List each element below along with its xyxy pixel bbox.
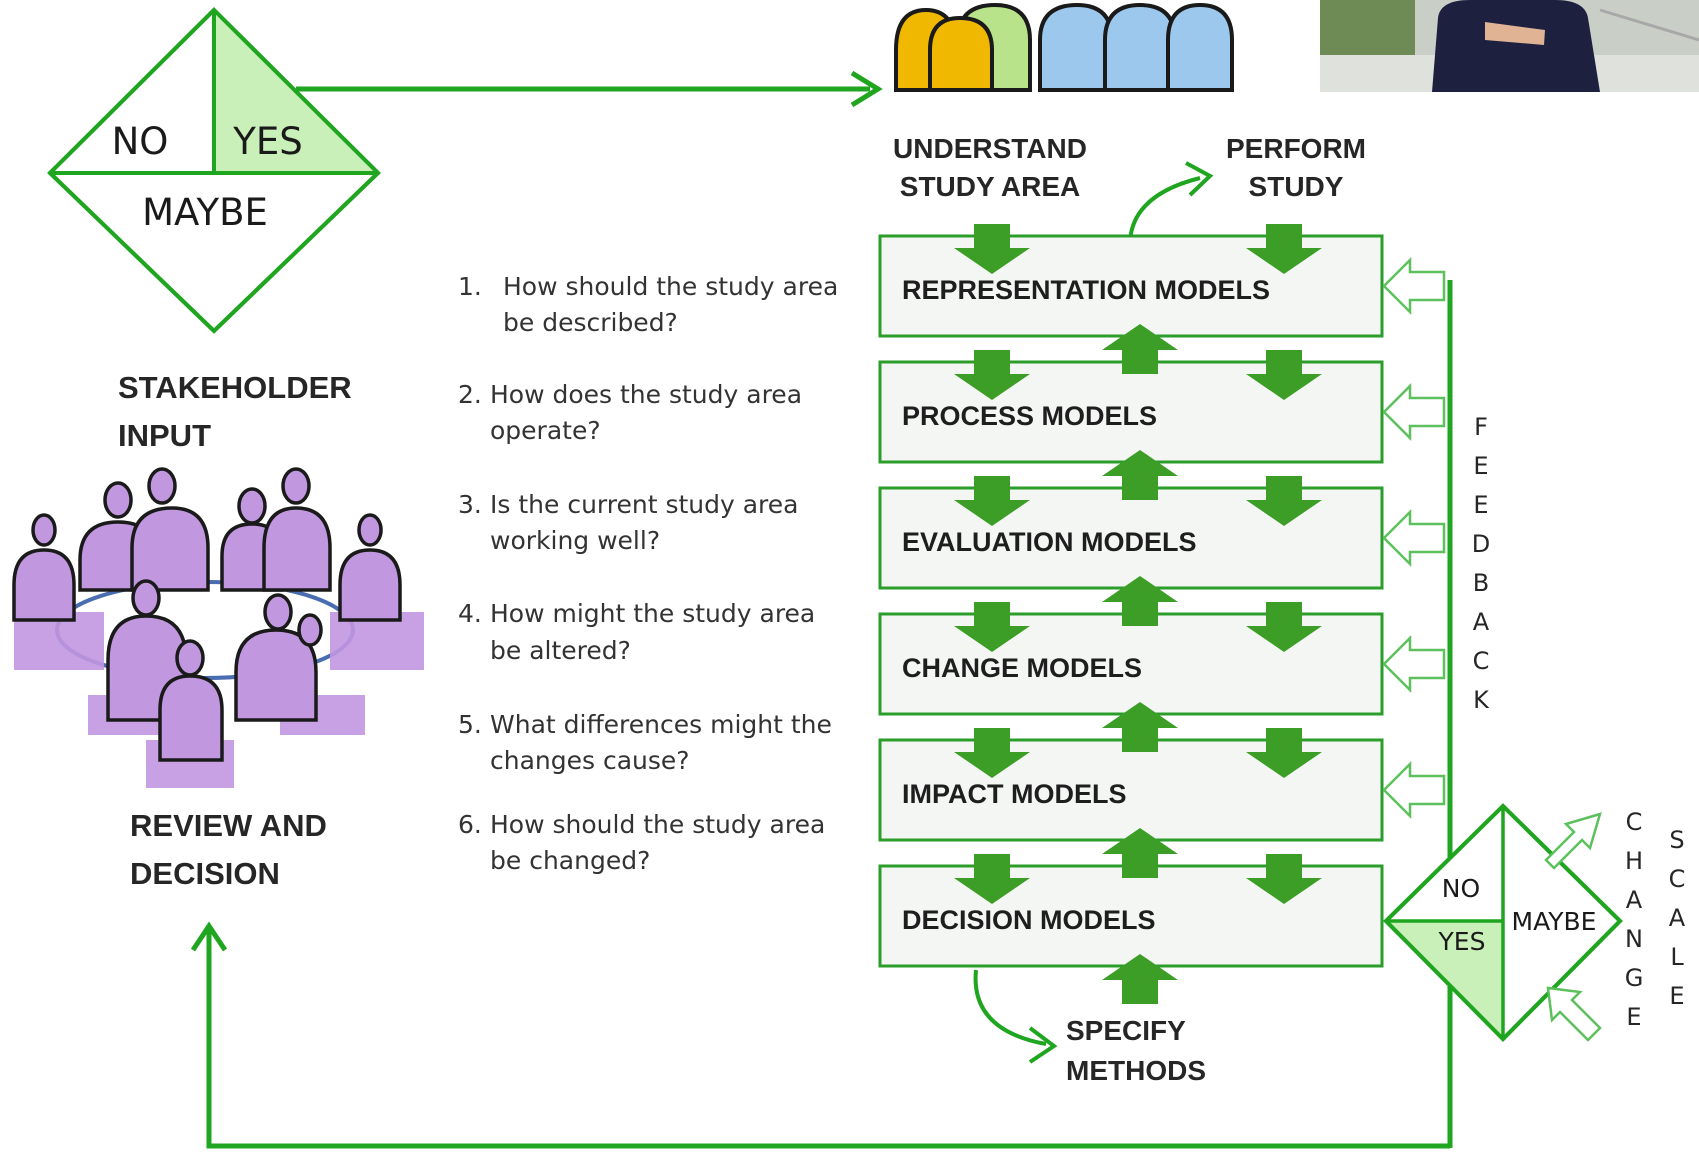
feedback-arrow-5 xyxy=(1382,760,1446,820)
question-1-line2: be described? xyxy=(503,308,678,337)
process-models-label: PROCESS MODELS xyxy=(902,401,1157,431)
feedback-arrow-3 xyxy=(1382,508,1446,568)
change-letter-2: H xyxy=(1625,847,1643,875)
feedback-letter-1: F xyxy=(1474,413,1488,441)
up-arrow-center-1 xyxy=(1102,324,1178,374)
down-arrow-right-1 xyxy=(1246,224,1322,274)
question-4-line2: be altered? xyxy=(490,636,631,665)
representation-models-label: REPRESENTATION MODELS xyxy=(902,275,1270,305)
feedback-arrow-1 xyxy=(1382,256,1446,316)
up-arrow-center-6 xyxy=(1102,954,1178,1004)
understand-label-line2: STUDY AREA xyxy=(900,171,1080,202)
feedback-letter-7: C xyxy=(1473,647,1490,675)
feedback-loop xyxy=(1382,256,1453,1148)
question-5-line2: changes cause? xyxy=(490,746,690,775)
scale-arrows xyxy=(1544,812,1602,1042)
impact-models-label: IMPACT MODELS xyxy=(902,779,1127,809)
question-6-line2: be changed? xyxy=(490,846,650,875)
feedback-arrow-2 xyxy=(1382,382,1446,442)
top-flow-arrow xyxy=(296,70,883,108)
up-arrow-center-4 xyxy=(1102,702,1178,752)
question-5-line1: What differences might the xyxy=(490,710,832,739)
down-arrow-right-6 xyxy=(1246,854,1322,904)
scale-vertical-label: S C A L E xyxy=(1669,826,1686,1010)
change-letter-3: A xyxy=(1626,886,1643,914)
question-1-line1: How should the study area xyxy=(503,272,838,301)
feedback-letter-4: D xyxy=(1472,530,1490,558)
decision-diamond: NO YES MAYBE xyxy=(1383,803,1623,1042)
specify-label-line2: METHODS xyxy=(1066,1055,1206,1086)
down-arrow-right-2 xyxy=(1246,350,1322,400)
down-arrow-left-4 xyxy=(954,602,1030,652)
question-5-number: 5. xyxy=(458,710,482,739)
feedback-arrow-4 xyxy=(1382,634,1446,694)
block-arrows xyxy=(954,224,1322,1004)
feedback-letter-5: B xyxy=(1473,569,1489,597)
down-arrow-left-2 xyxy=(954,350,1030,400)
down-arrow-right-4 xyxy=(1246,602,1322,652)
question-3-number: 3. xyxy=(458,490,482,519)
down-arrow-right-5 xyxy=(1246,728,1322,778)
perform-label-line2: STUDY xyxy=(1249,171,1344,202)
change-letter-4: N xyxy=(1625,925,1643,953)
question-3-line2: working well? xyxy=(490,526,660,555)
stakeholder-no-label: NO xyxy=(112,120,169,163)
down-arrow-left-6 xyxy=(954,854,1030,904)
up-arrow-center-5 xyxy=(1102,828,1178,878)
question-2-number: 2. xyxy=(458,380,482,409)
down-arrow-left-3 xyxy=(954,476,1030,526)
change-vertical-label: C H A N G E xyxy=(1625,808,1644,1031)
question-4-line1: How might the study area xyxy=(490,599,815,628)
question-1-number: 1. xyxy=(458,272,482,301)
feedback-letter-6: A xyxy=(1473,608,1490,636)
scale-letter-1: S xyxy=(1669,826,1684,854)
question-4-number: 4. xyxy=(458,599,482,628)
stakeholders-group-icon xyxy=(894,2,1234,92)
perform-label-line1: PERFORM xyxy=(1226,133,1366,164)
stakeholder-maybe-label: MAYBE xyxy=(142,191,268,234)
up-arrow-center-3 xyxy=(1102,576,1178,626)
stakeholder-input-label-line1: STAKEHOLDER xyxy=(118,370,352,405)
review-decision-label-line1: REVIEW AND xyxy=(130,808,327,843)
specify-arrow xyxy=(973,969,1058,1064)
question-6-number: 6. xyxy=(458,810,482,839)
decision-yes-label: YES xyxy=(1438,927,1486,956)
question-3-line1: Is the current study area xyxy=(490,490,798,519)
feedback-letter-3: E xyxy=(1473,491,1488,519)
down-arrow-left-1 xyxy=(954,224,1030,274)
change-models-label: CHANGE MODELS xyxy=(902,653,1142,683)
review-decision-label-line2: DECISION xyxy=(130,856,280,891)
decision-maybe-label: MAYBE xyxy=(1512,907,1597,936)
question-2-line2: operate? xyxy=(490,416,601,445)
stakeholder-input-label-line2: INPUT xyxy=(118,418,211,453)
stakeholder-diamond: NO YES MAYBE xyxy=(47,7,381,334)
scale-letter-4: L xyxy=(1670,943,1684,971)
feedback-letter-2: E xyxy=(1473,452,1488,480)
scale-letter-5: E xyxy=(1669,982,1684,1010)
scale-letter-2: C xyxy=(1669,865,1686,893)
up-arrow-center-2 xyxy=(1102,450,1178,500)
decision-models-label: DECISION MODELS xyxy=(902,905,1156,935)
specify-label-line1: SPECIFY xyxy=(1066,1015,1186,1046)
question-list: 1. How should the study area be describe… xyxy=(458,272,838,875)
down-arrow-right-3 xyxy=(1246,476,1322,526)
change-letter-5: G xyxy=(1625,964,1644,992)
change-letter-1: C xyxy=(1626,808,1643,836)
feedback-letter-8: K xyxy=(1473,686,1490,714)
decision-no-label: NO xyxy=(1442,874,1480,903)
scale-letter-3: A xyxy=(1669,904,1686,932)
understand-label-line1: UNDERSTAND xyxy=(893,133,1087,164)
presenter-photo xyxy=(1320,0,1699,92)
evaluation-models-label: EVALUATION MODELS xyxy=(902,527,1197,557)
down-arrow-left-5 xyxy=(954,728,1030,778)
feedback-vertical-label: F E E D B A C K xyxy=(1472,413,1490,714)
return-loop-arrow xyxy=(190,921,1450,1149)
question-2-line1: How does the study area xyxy=(490,380,802,409)
review-group-icon xyxy=(12,467,424,788)
question-6-line1: How should the study area xyxy=(490,810,825,839)
change-letter-6: E xyxy=(1626,1003,1641,1031)
stakeholder-yes-label: YES xyxy=(232,120,302,163)
